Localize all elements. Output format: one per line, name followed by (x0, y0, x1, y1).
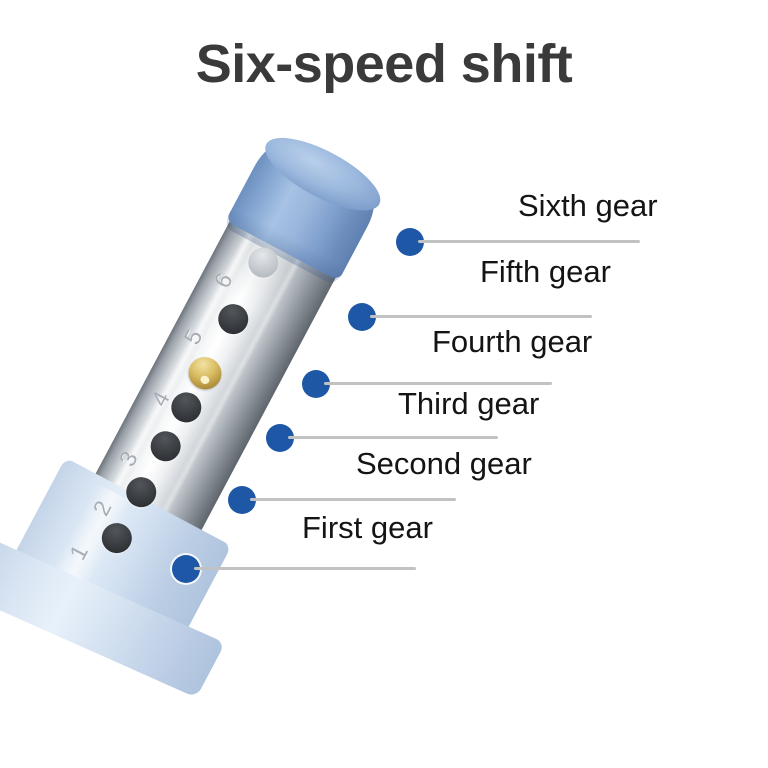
callout-label-third: Third gear (398, 386, 540, 421)
callout-label-sixth: Sixth gear (518, 188, 658, 223)
callout-line-second (250, 498, 456, 501)
callout-line-fourth (324, 382, 552, 385)
callout-line-third (288, 436, 498, 439)
callout-label-fifth: Fifth gear (480, 254, 611, 289)
callout-line-first (194, 567, 416, 570)
callout-label-first: First gear (302, 510, 433, 545)
callout-line-fifth (370, 315, 592, 318)
callout-label-second: Second gear (356, 446, 532, 481)
page-title: Six-speed shift (195, 34, 573, 94)
callout-line-sixth (418, 240, 640, 243)
callout-label-fourth: Fourth gear (432, 324, 593, 359)
